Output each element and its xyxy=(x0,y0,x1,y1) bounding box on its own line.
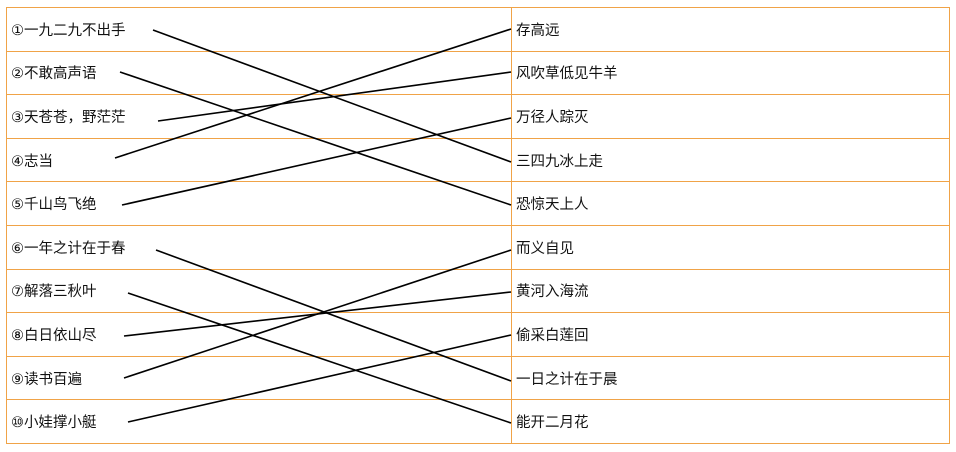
left-item: ④志当 xyxy=(6,137,512,183)
matching-row: ⑥一年之计在于春而义自见 xyxy=(6,224,950,270)
matching-row: ①一九二九不出手存高远 xyxy=(6,7,950,52)
matching-row: ⑩小娃撑小艇能开二月花 xyxy=(6,399,950,444)
right-item: 偷采白莲回 xyxy=(511,312,950,357)
right-item: 存高远 xyxy=(511,7,950,52)
left-item: ⑥一年之计在于春 xyxy=(6,224,512,270)
right-item: 三四九冰上走 xyxy=(511,137,950,183)
matching-row: ⑧白日依山尽偷采白莲回 xyxy=(6,312,950,357)
left-item: ⑧白日依山尽 xyxy=(6,312,512,357)
right-item: 黄河入海流 xyxy=(511,268,950,314)
right-item: 恐惊天上人 xyxy=(511,181,950,226)
matching-row: ⑦解落三秋叶黄河入海流 xyxy=(6,268,950,314)
left-item: ⑩小娃撑小艇 xyxy=(6,399,512,444)
matching-row: ③天苍苍，野茫茫万径人踪灭 xyxy=(6,94,950,139)
right-item: 而义自见 xyxy=(511,224,950,270)
matching-row: ②不敢高声语风吹草低见牛羊 xyxy=(6,50,950,96)
left-item: ⑦解落三秋叶 xyxy=(6,268,512,314)
left-item: ①一九二九不出手 xyxy=(6,7,512,52)
right-item: 一日之计在于晨 xyxy=(511,355,950,401)
left-item: ⑤千山鸟飞绝 xyxy=(6,181,512,226)
right-item: 风吹草低见牛羊 xyxy=(511,50,950,96)
matching-row: ④志当三四九冰上走 xyxy=(6,137,950,183)
left-item: ②不敢高声语 xyxy=(6,50,512,96)
right-item: 万径人踪灭 xyxy=(511,94,950,139)
matching-row: ⑤千山鸟飞绝恐惊天上人 xyxy=(6,181,950,226)
left-item: ③天苍苍，野茫茫 xyxy=(6,94,512,139)
left-item: ⑨读书百遍 xyxy=(6,355,512,401)
matching-row: ⑨读书百遍一日之计在于晨 xyxy=(6,355,950,401)
right-item: 能开二月花 xyxy=(511,399,950,444)
